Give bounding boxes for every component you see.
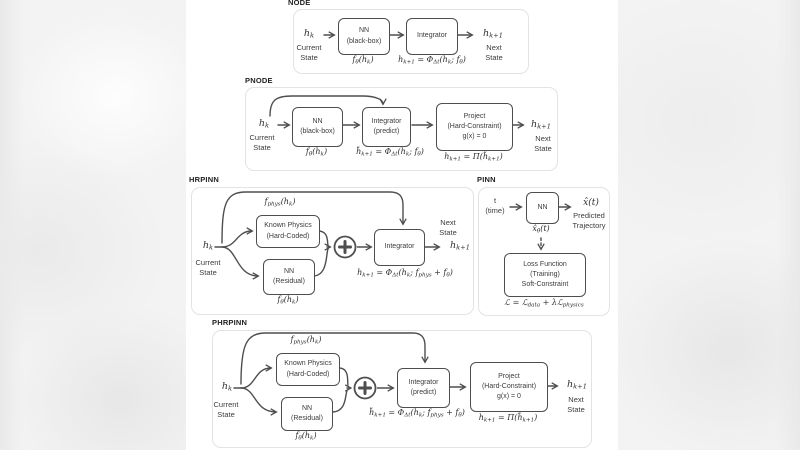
hrpinn-physics-box: Known Physics (Hard-Coded) — [256, 215, 320, 248]
node-integrator-math: hk+1 = ΦΔt(hk; fθ) — [398, 55, 466, 66]
phrpinn-output-symbol: hk+1 — [567, 379, 587, 391]
pinn-nn-math: x̂θ(t) — [532, 224, 550, 235]
pnode-output-caption: Next State — [534, 134, 552, 153]
pinn-loss-math: ℒ = ℒdata + λℒphysics — [504, 298, 584, 309]
pnode-project-box: Project (Hard-Constraint) g(x) = 0 — [436, 103, 513, 151]
pinn-panel-title: PINN — [477, 175, 496, 184]
pinn-input-caption: t (time) — [485, 196, 505, 215]
pinn-nn-box: NN — [526, 192, 559, 224]
phrpinn-input-symbol: hk — [221, 381, 233, 393]
phrpinn-input-caption: Current State — [213, 400, 239, 419]
pnode-project-math: hk+1 = Π(h̃k+1) — [444, 152, 503, 163]
node-input-caption: Current State — [296, 43, 322, 62]
node-output-caption: Next State — [485, 43, 503, 62]
node-output-symbol: hk+1 — [483, 28, 503, 40]
pnode-nn-math: fθ(hk) — [305, 147, 328, 158]
node-integrator-box: Integrator — [406, 18, 458, 55]
hrpinn-integrator-math: hk+1 = ΦΔt(hk; fphys + fθ) — [357, 268, 453, 279]
pnode-panel-title: PNODE — [245, 76, 273, 85]
pinn-output-caption: Predicted Trajectory — [572, 211, 606, 230]
phrpinn-nn-box: NN (Residual) — [281, 397, 333, 431]
hrpinn-output-symbol: hk+1 — [450, 240, 470, 252]
hrpinn-panel-title: HRPINN — [189, 175, 219, 184]
phrpinn-integrator-box: Integrator (predict) — [397, 368, 450, 408]
hrpinn-input-caption: Current State — [195, 258, 221, 277]
pinn-loss-box: Loss Function (Training) Soft-Constraint — [504, 253, 586, 297]
phrpinn-physics-box: Known Physics (Hard-Coded) — [276, 353, 340, 386]
phrpinn-nn-math: fθ(hk) — [295, 431, 317, 442]
hrpinn-integrator-box: Integrator — [374, 229, 425, 266]
pnode-output-symbol: hk+1 — [531, 119, 551, 131]
phrpinn-project-box: Project (Hard-Constraint) g(x) = 0 — [470, 362, 548, 412]
hrpinn-nn-box: NN (Residual) — [263, 259, 315, 295]
phrpinn-output-caption: Next State — [567, 395, 585, 414]
node-nn-math: fθ(hk) — [352, 55, 374, 66]
phrpinn-integrator-math: h̃k+1 = ΦΔt(hk; fphys + fθ) — [369, 408, 465, 419]
pnode-integrator-math: h̃k+1 = ΦΔt(hk; fθ) — [356, 147, 424, 158]
node-input-symbol: hk — [303, 28, 315, 40]
pinn-output-math: x̂(t) — [583, 198, 599, 208]
pnode-input-caption: Current State — [249, 133, 275, 152]
hrpinn-nn-math: fθ(hk) — [277, 295, 299, 306]
node-nn-box: NN (black-box) — [338, 18, 390, 55]
hrpinn-physics-math: fphys(hk) — [264, 197, 296, 208]
pnode-input-symbol: hk — [258, 118, 270, 130]
phrpinn-physics-math: fphys(hk) — [290, 335, 322, 346]
hrpinn-input-symbol: hk — [202, 240, 214, 252]
pnode-nn-box: NN (black-box) — [292, 107, 343, 147]
hrpinn-panel — [191, 187, 474, 315]
phrpinn-panel-title: PHRPINN — [212, 318, 248, 327]
phrpinn-project-math: hk+1 = Π(h̃k+1) — [478, 413, 538, 424]
hrpinn-output-caption: Next State — [439, 218, 457, 237]
pnode-integrator-box: Integrator (predict) — [362, 107, 411, 147]
node-panel-title: NODE — [288, 0, 311, 7]
